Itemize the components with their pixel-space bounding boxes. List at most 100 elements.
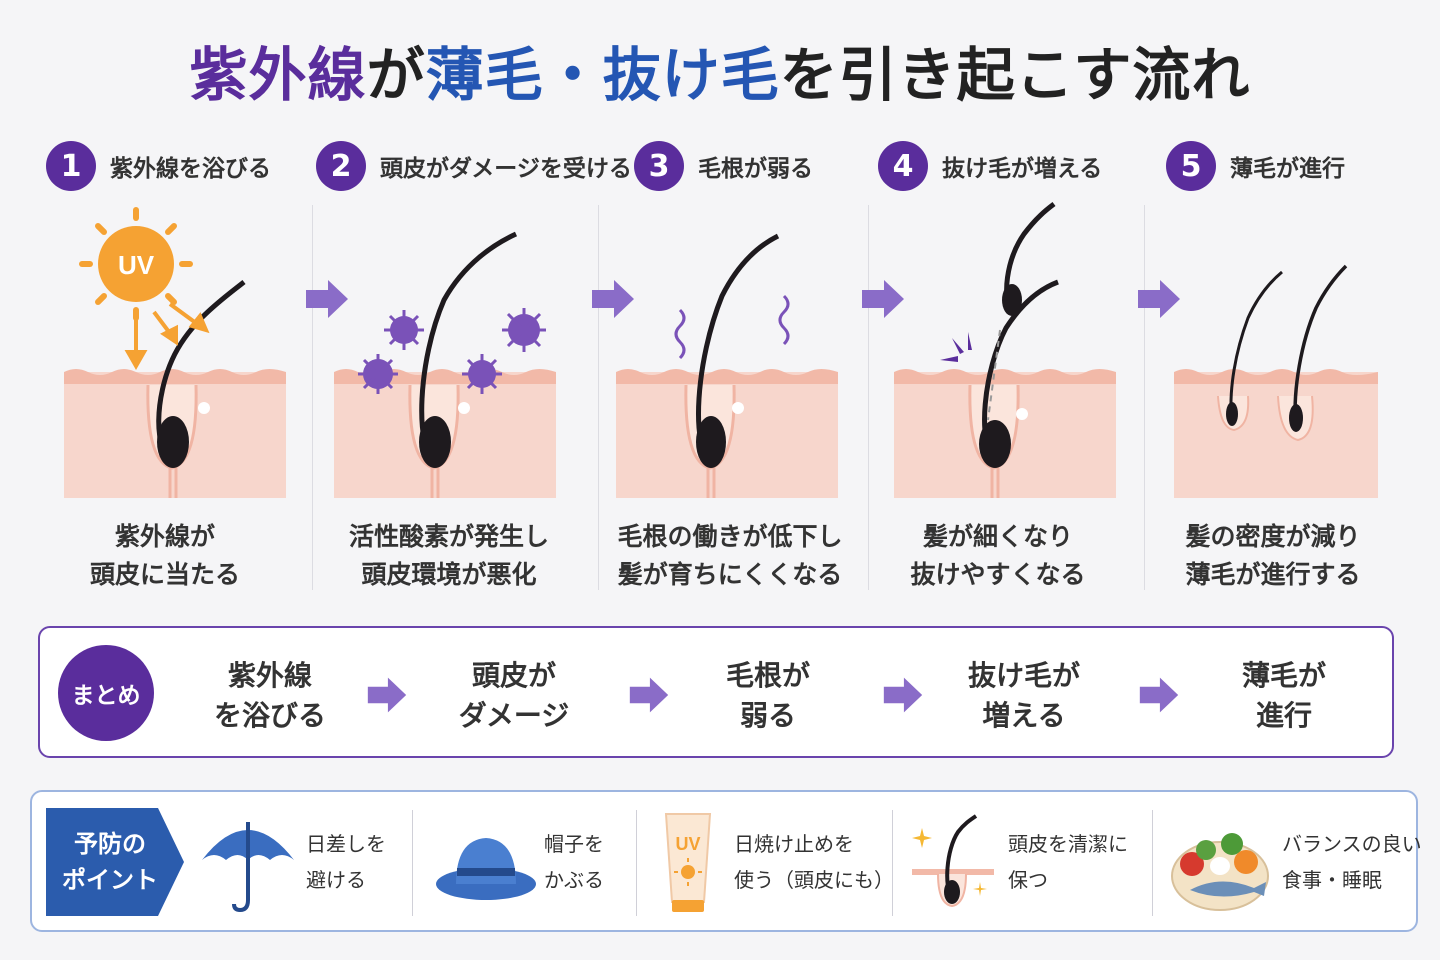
step-4-heading: 抜け毛が増える <box>942 156 1103 182</box>
summary-arrow-icon <box>367 677 407 713</box>
summary-box: まとめ 紫外線 を浴びる 頭皮が ダメージ 毛根が 弱る 抜け毛が 増える 薄毛… <box>38 626 1394 758</box>
step-2-heading: 頭皮がダメージを受ける <box>380 156 632 182</box>
step-1-number: 1 <box>46 141 96 191</box>
step-1-description: 紫外線が 頭皮に当たる <box>40 518 290 594</box>
summary-item-5-line1: 薄毛が <box>1241 659 1326 692</box>
summary-item-5-line2: 進行 <box>1255 699 1312 732</box>
column-divider <box>1144 205 1145 590</box>
active-oxygen-spikes <box>358 308 546 394</box>
step-1-header: 1 紫外線を浴びる <box>46 140 271 192</box>
step-2-header: 2 頭皮がダメージを受ける <box>316 140 632 192</box>
title-part-ga: が <box>366 41 426 109</box>
title-part-hairloss: 薄毛・抜け毛 <box>425 41 780 109</box>
step-4-desc-line1: 髪が細くなり <box>922 522 1073 551</box>
prevention-item-3-text: 日焼け止めを 使う（頭皮にも） <box>734 826 894 898</box>
prevention-badge-line2: ポイント <box>62 866 158 894</box>
flow-arrow-icon <box>1138 280 1180 318</box>
hair-bulb <box>419 416 451 468</box>
step-2-illustration <box>334 231 556 498</box>
summary-item-2: 頭皮が ダメージ <box>424 656 604 736</box>
umbrella-icon <box>202 822 294 913</box>
step-4-description: 髪が細くなり 抜けやすくなる <box>870 518 1126 594</box>
prevention-divider <box>412 810 413 916</box>
prevention-badge-line1: 予防の <box>74 830 146 858</box>
summary-item-1-line1: 紫外線 <box>227 659 312 692</box>
hair-bulb <box>979 420 1011 468</box>
summary-arrow-icon <box>629 677 669 713</box>
step-2-desc-line2: 頭皮環境が悪化 <box>361 560 537 589</box>
prevention-divider <box>636 810 637 916</box>
prevention-item-2-line2: かぶる <box>544 868 604 892</box>
hair-bulb <box>1289 404 1303 432</box>
prevention-item-3-line2: 使う（頭皮にも） <box>734 868 894 892</box>
step-5-desc-line2: 薄毛が進行する <box>1185 560 1361 589</box>
flow-arrow-icon <box>862 280 904 318</box>
step-1-desc-line2: 頭皮に当たる <box>89 560 240 589</box>
summary-item-2-line1: 頭皮が <box>471 659 556 692</box>
step-4-number: 4 <box>878 141 928 191</box>
title-part-uv: 紫外線 <box>189 41 367 109</box>
step-3-header: 3 毛根が弱る <box>634 140 813 192</box>
step-3-number: 3 <box>634 141 684 191</box>
step-5-heading: 薄毛が進行 <box>1230 156 1345 182</box>
step-1-illustration: UV <box>64 207 286 498</box>
prevention-item-4-line1: 頭皮を清潔に <box>1008 832 1128 856</box>
summary-arrow-icon <box>1139 677 1179 713</box>
prevention-item-5-text: バランスの良い 食事・睡眠 <box>1282 826 1422 898</box>
step-2-description: 活性酸素が発生し 頭皮環境が悪化 <box>314 518 584 594</box>
prevention-badge-shape <box>46 808 184 916</box>
uv-rays-icon <box>124 302 210 371</box>
summary-item-3: 毛根が 弱る <box>678 656 858 736</box>
flow-arrow-icon <box>592 280 634 318</box>
prevention-item-2-text: 帽子を かぶる <box>544 826 604 898</box>
weak-squiggle-icon <box>674 294 790 360</box>
summary-item-4: 抜け毛が 増える <box>934 656 1114 736</box>
prevention-item-5-line2: 食事・睡眠 <box>1282 868 1382 892</box>
step-3-illustration <box>616 233 838 498</box>
prevention-badge: 予防の ポイント <box>46 808 174 916</box>
step-2-desc-line1: 活性酸素が発生し <box>348 522 549 551</box>
column-divider <box>312 205 313 590</box>
step-4-illustration <box>894 202 1116 498</box>
hair-bulb <box>696 416 726 468</box>
step-1-desc-line1: 紫外線が <box>114 522 215 551</box>
food-icon <box>1171 833 1269 911</box>
falling-hair-icon <box>987 202 1056 421</box>
prevention-divider <box>892 810 893 916</box>
step-3-desc-line2: 髪が育ちにくくなる <box>617 560 843 589</box>
prevention-item-1-text: 日差しを 避ける <box>306 826 386 898</box>
summary-item-3-line1: 毛根が <box>725 659 810 692</box>
prevention-divider <box>1152 810 1153 916</box>
thin-hair-strand <box>1293 264 1348 431</box>
summary-badge: まとめ <box>58 645 154 741</box>
step-5-number: 5 <box>1166 141 1216 191</box>
summary-item-3-line2: 弱る <box>739 699 796 732</box>
summary-item-4-line1: 抜け毛が <box>967 659 1080 692</box>
summary-arrow-icon <box>883 677 923 713</box>
summary-item-1-line2: を浴びる <box>213 699 326 732</box>
step-3-heading: 毛根が弱る <box>698 156 813 182</box>
step-4-desc-line2: 抜けやすくなる <box>910 560 1086 589</box>
prevention-box: 予防の ポイント 日差しを 避ける 帽子を かぶる UV 日焼け止めを 使う（頭… <box>30 790 1422 932</box>
hat-icon <box>436 838 536 900</box>
summary-item-1: 紫外線 を浴びる <box>180 656 360 736</box>
prevention-item-3-line1: 日焼け止めを <box>734 832 854 856</box>
step-5-header: 5 薄毛が進行 <box>1166 140 1345 192</box>
prevention-item-2-line1: 帽子を <box>544 832 604 856</box>
summary-item-5: 薄毛が 進行 <box>1194 656 1374 736</box>
prevention-item-4-text: 頭皮を清潔に 保つ <box>1008 826 1128 898</box>
flow-arrow-icon <box>306 280 348 318</box>
step-3-description: 毛根の働きが低下し 髪が育ちにくくなる <box>600 518 860 594</box>
prevention-item-1-line2: 避ける <box>306 868 366 892</box>
skin-cross-section <box>1174 369 1378 498</box>
step-4-header: 4 抜け毛が増える <box>878 140 1102 192</box>
step-5-description: 髪の密度が減り 薄毛が進行する <box>1146 518 1400 594</box>
title-part-flow: を引き起こす流れ <box>779 41 1251 109</box>
summary-item-4-line2: 増える <box>982 699 1066 732</box>
page-title: 紫外線が薄毛・抜け毛を引き起こす流れ <box>0 28 1440 112</box>
column-divider <box>868 205 869 590</box>
step-5-illustration <box>1174 264 1378 498</box>
summary-item-2-line2: ダメージ <box>458 699 570 732</box>
step-1-heading: 紫外線を浴びる <box>110 156 271 182</box>
thin-hair-strand <box>1229 270 1283 425</box>
